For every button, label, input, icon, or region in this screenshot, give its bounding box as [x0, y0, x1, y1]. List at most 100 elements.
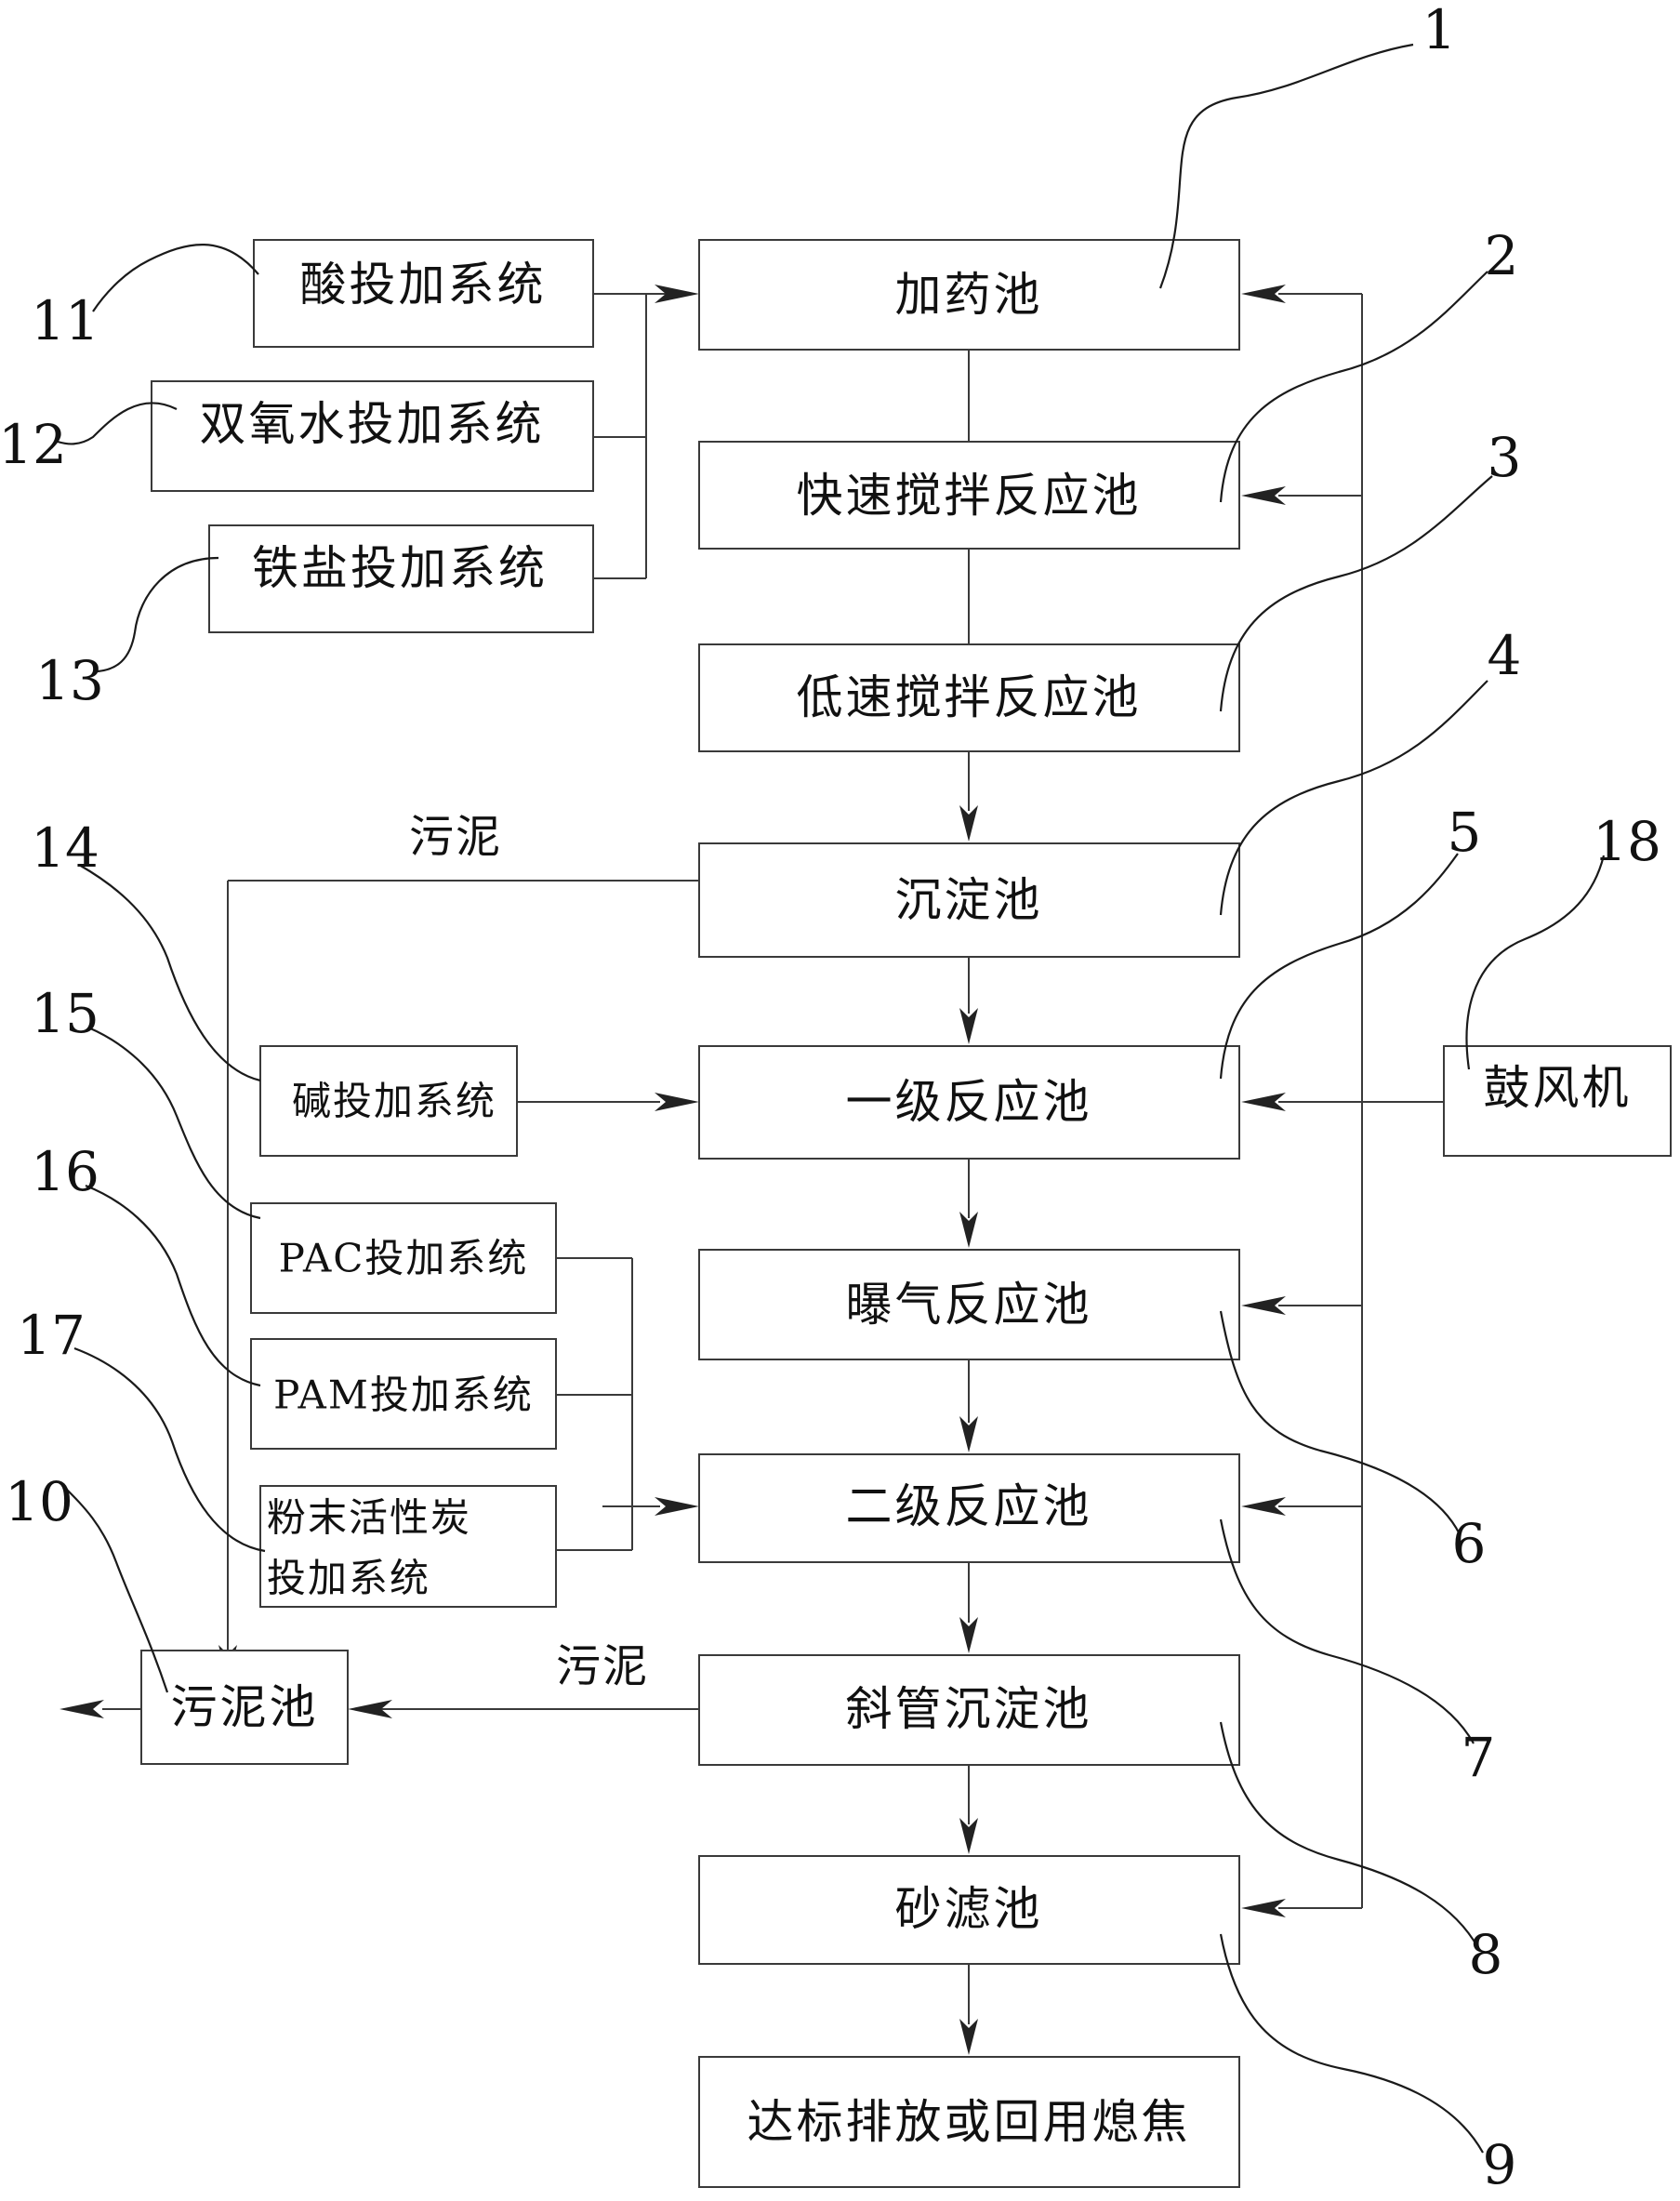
- rapid-mix-tank: 快速搅拌反应池: [698, 441, 1240, 550]
- sludge-tank: 污泥池: [140, 1650, 349, 1765]
- ref-18: 18: [1593, 810, 1661, 873]
- leader-11: [92, 244, 259, 312]
- ref-15: 15: [31, 982, 99, 1045]
- ref-1: 1: [1422, 0, 1457, 61]
- pac-dosing-system: PAC投加系统: [250, 1202, 557, 1314]
- dosing-tank: 加药池: [698, 239, 1240, 351]
- leader-1: [1158, 43, 1414, 289]
- secondary-reaction-tank: 二级反应池: [698, 1453, 1240, 1563]
- ref-16: 16: [31, 1140, 99, 1203]
- leader-lines: [57, 43, 1606, 2154]
- ref-4: 4: [1488, 624, 1522, 687]
- pam-dosing-system: PAM投加系统: [250, 1338, 557, 1450]
- leader-17: [73, 1346, 266, 1553]
- arrow-into-dosing: [655, 285, 699, 303]
- ref-5: 5: [1448, 801, 1482, 864]
- peroxide-dosing-label: 双氧水投加系统: [200, 397, 545, 451]
- sedimentation-tank-label: 沉淀池: [895, 873, 1043, 927]
- leader-6: [1219, 1310, 1461, 1535]
- slow-mix-tank: 低速搅拌反应池: [698, 643, 1240, 752]
- arrow-air-secondary: [1241, 1497, 1286, 1516]
- arrow-sludge-out: [60, 1700, 104, 1718]
- ref-8: 8: [1469, 1923, 1503, 1986]
- aeration-reaction-tank-label: 曝气反应池: [846, 1278, 1092, 1332]
- slow-mix-tank-label: 低速搅拌反应池: [797, 670, 1142, 724]
- discharge-box: 达标排放或回用熄焦: [698, 2056, 1240, 2188]
- ref-11: 11: [31, 289, 99, 352]
- arrow-into-secondary: [959, 1416, 978, 1452]
- sand-filter: 砂滤池: [698, 1855, 1240, 1965]
- leader-7: [1219, 1518, 1475, 1744]
- leader-3: [1219, 475, 1493, 712]
- blower: 鼓风机: [1443, 1045, 1672, 1157]
- ref-13: 13: [35, 649, 104, 712]
- arrow-air-rapid: [1241, 486, 1286, 505]
- ref-17: 17: [17, 1304, 86, 1367]
- sludge-label-top: 污泥: [409, 811, 502, 863]
- ref-3: 3: [1488, 426, 1522, 489]
- primary-reaction-tank: 一级反应池: [698, 1045, 1240, 1160]
- leader-18: [1465, 855, 1606, 1070]
- secondary-reaction-tank-label: 二级反应池: [846, 1479, 1092, 1533]
- arrow-air-aeration: [1241, 1296, 1286, 1315]
- arrow-into-aeration: [959, 1212, 978, 1248]
- main-chain: 加药池 快速搅拌反应池 低速搅拌反应池 沉淀池 一级反应池 曝气反应池 二级反应…: [698, 239, 1240, 2188]
- aeration-reaction-tank: 曝气反应池: [698, 1249, 1240, 1360]
- arrow-alkali-primary: [655, 1093, 699, 1111]
- arrow-air-primary: [1241, 1093, 1286, 1111]
- alkali-dosing-system: 碱投加系统: [259, 1045, 518, 1157]
- connectors: [102, 293, 1444, 2024]
- leader-15: [87, 1026, 261, 1220]
- arrow-air-filter: [1241, 1899, 1286, 1917]
- iron-salt-dosing-label: 铁盐投加系统: [252, 541, 548, 595]
- leader-4: [1219, 680, 1488, 916]
- carbon-dosing-system: 粉末活性炭 投加系统: [259, 1485, 557, 1608]
- sludge-label-bottom: 污泥: [556, 1640, 649, 1692]
- arrow-collector2-secondary: [655, 1497, 699, 1516]
- ref-14: 14: [31, 816, 99, 880]
- arrow-into-sed: [959, 805, 978, 842]
- iron-salt-dosing-system: 铁盐投加系统: [208, 524, 594, 633]
- leader-8: [1219, 1721, 1479, 1949]
- carbon-dosing-label-line2: 投加系统: [267, 1556, 430, 1601]
- discharge-label: 达标排放或回用熄焦: [747, 2095, 1191, 2149]
- sedimentation-tank: 沉淀池: [698, 842, 1240, 958]
- arrow-into-settler: [959, 1617, 978, 1653]
- pac-dosing-label: PAC投加系统: [279, 1236, 529, 1281]
- acid-dosing-label: 酸投加系统: [300, 258, 547, 312]
- primary-reaction-tank-label: 一级反应池: [846, 1075, 1092, 1129]
- arrow-air-dosing: [1241, 285, 1286, 303]
- pam-dosing-label: PAM投加系统: [273, 1372, 534, 1418]
- dosing-tank-label: 加药池: [895, 268, 1043, 322]
- leader-5: [1219, 853, 1459, 1080]
- dosing-systems: 酸投加系统 双氧水投加系统 铁盐投加系统 碱投加系统 PAC投加系统 PAM投加…: [151, 239, 594, 1608]
- ref-7: 7: [1462, 1726, 1496, 1789]
- peroxide-dosing-system: 双氧水投加系统: [151, 380, 594, 492]
- carbon-dosing-label-line1: 粉末活性炭: [267, 1495, 471, 1541]
- arrow-into-discharge: [959, 2019, 978, 2055]
- leader-10: [64, 1487, 169, 1693]
- arrow-into-primary: [959, 1008, 978, 1044]
- alkali-dosing-label: 碱投加系统: [292, 1079, 496, 1124]
- acid-dosing-system: 酸投加系统: [253, 239, 594, 348]
- leader-13: [97, 556, 219, 673]
- leader-9: [1219, 1933, 1484, 2154]
- blower-label: 鼓风机: [1484, 1061, 1632, 1115]
- arrowheads: [60, 285, 1286, 2055]
- ref-9: 9: [1483, 2133, 1517, 2196]
- arrow-sludge-into-tank: [348, 1700, 392, 1718]
- inclined-tube-settler-label: 斜管沉淀池: [846, 1682, 1092, 1736]
- leader-2: [1219, 271, 1488, 503]
- ref-10: 10: [5, 1470, 73, 1533]
- arrow-into-filter: [959, 1818, 978, 1854]
- inclined-tube-settler: 斜管沉淀池: [698, 1654, 1240, 1766]
- leader-12: [57, 402, 178, 445]
- sludge-tank-label: 污泥池: [171, 1680, 319, 1734]
- leader-14: [78, 864, 261, 1082]
- ref-12: 12: [0, 413, 67, 476]
- sand-filter-label: 砂滤池: [895, 1882, 1043, 1936]
- ref-6: 6: [1452, 1512, 1487, 1575]
- rapid-mix-tank-label: 快速搅拌反应池: [797, 469, 1142, 523]
